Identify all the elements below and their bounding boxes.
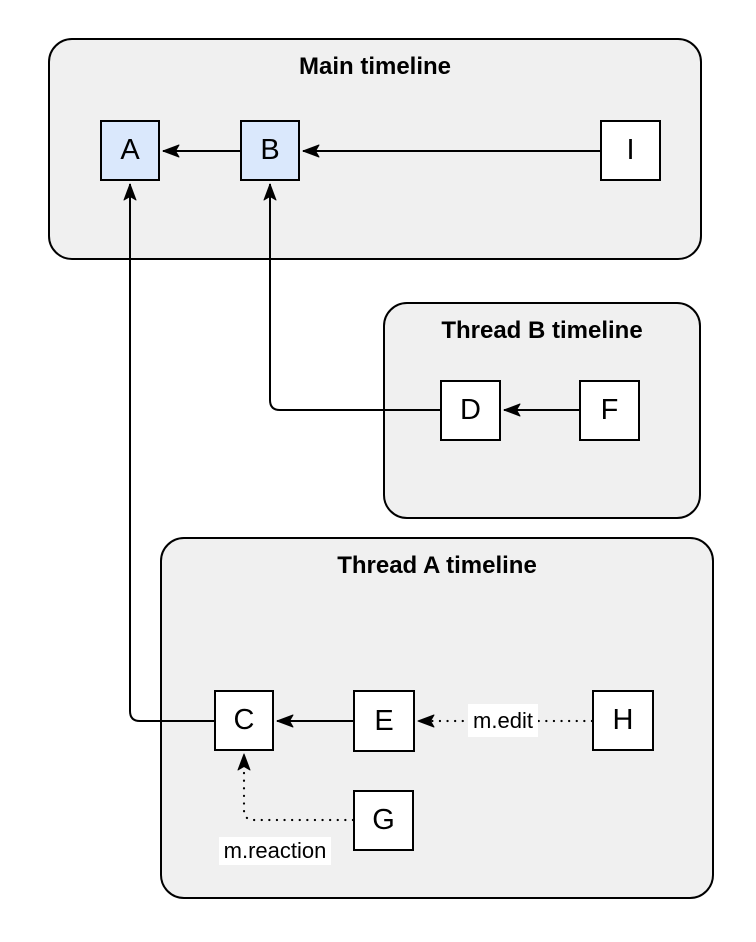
event-node-A: A (100, 120, 160, 181)
event-node-B-label: B (260, 134, 280, 166)
event-node-G-label: G (372, 804, 395, 836)
event-node-F: F (579, 380, 640, 441)
event-node-G: G (353, 790, 414, 851)
event-node-D: D (440, 380, 501, 441)
event-node-B: B (240, 120, 300, 181)
container-thread-b-timeline: Thread B timeline (383, 302, 701, 519)
edge-label-m-reaction: m.reaction (219, 837, 331, 865)
event-node-D-label: D (460, 394, 481, 426)
event-node-I-label: I (626, 134, 635, 166)
event-node-E-label: E (374, 704, 394, 737)
event-node-E: E (353, 690, 415, 752)
event-node-F-label: F (600, 394, 619, 426)
event-node-C: C (214, 690, 274, 751)
event-node-I: I (600, 120, 661, 181)
thread-b-timeline-title: Thread B timeline (441, 317, 643, 344)
event-node-C-label: C (233, 704, 255, 736)
event-node-A-label: A (120, 134, 140, 166)
edge-label-m-edit: m.edit (468, 704, 538, 737)
thread-a-timeline-title: Thread A timeline (337, 552, 537, 579)
main-timeline-title: Main timeline (298, 53, 452, 80)
event-node-H: H (592, 690, 654, 751)
event-node-H-label: H (612, 704, 634, 736)
